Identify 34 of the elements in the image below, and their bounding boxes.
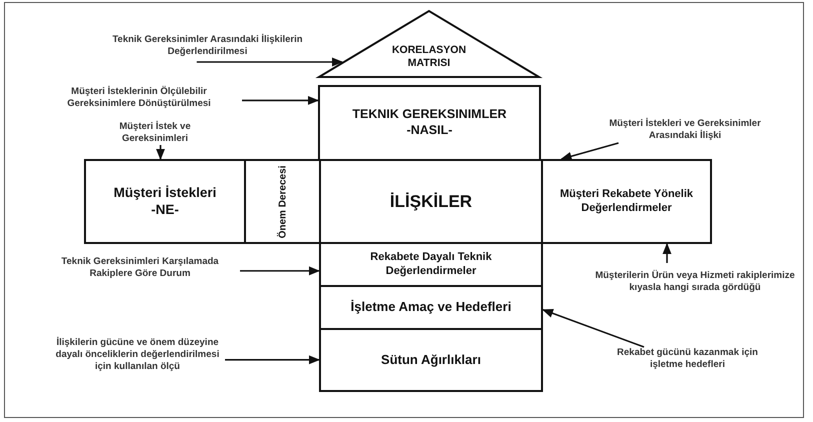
box-label: Müşteri İstekleri <box>112 184 218 202</box>
annotation-text: Müşterilerin Ürün veya Hizmeti rakiplerimize kıyasla hangi sırada gördüğü <box>595 270 795 294</box>
box-label: Rekabete Dayalı Teknik Değerlendirmeler <box>369 250 493 278</box>
matrix-title: KORELASYON MATRISI <box>390 44 468 70</box>
annotation-text: Rekabet gücünü kazanmak için işletme hedefleri <box>616 347 759 371</box>
matrix-box <box>541 159 712 244</box>
box-label: İLİŞKİLER <box>388 190 474 212</box>
annotation-text: Müşteri İstekleri ve Gereksinimler Arasındaki İlişki <box>608 118 762 142</box>
arrow <box>225 355 320 364</box>
arrow <box>542 309 644 348</box>
arrow <box>196 58 344 66</box>
box-label: -NASIL- <box>406 123 454 139</box>
box-label: -NE- <box>150 202 180 218</box>
arrow <box>242 96 320 105</box>
arrow <box>156 145 165 160</box>
matrix-box <box>319 328 543 392</box>
column-box <box>244 159 321 244</box>
box-label: Müşteri Rekabete Yönelik Değerlendirmeler <box>558 188 694 216</box>
matrix-box <box>319 242 543 287</box>
arrow <box>240 266 320 276</box>
matrix-box <box>319 285 543 330</box>
box-label: İşletme Amaç ve Hedefleri <box>350 299 512 316</box>
annotation-text: İlişkilerin gücüne ve önem düzeyine dayalı önceliklerin değerlendirilmesi için kullanılan ölçü <box>54 337 220 373</box>
annotation-text: Teknik Gereksinimleri Karşılamada Rakiplere Göre Durum <box>60 256 220 280</box>
box-label: TEKNIK GEREKSINIMLER <box>351 107 508 123</box>
arrow <box>662 242 672 263</box>
annotation-text: Teknik Gereksinimler Arasındaki İlişkilerin Değerlendirilmesi <box>111 34 304 58</box>
annotation-text: Müşteri İstek ve Gereksinimleri <box>118 121 192 145</box>
box-label: Sütun Ağırlıkları <box>380 352 482 368</box>
arrow <box>560 142 619 161</box>
matrix-box <box>318 85 541 161</box>
column-label: Önem Derecesi <box>277 165 288 238</box>
annotation-text: Müşteri İsteklerinin Ölçülebilir Gereksinimlere Dönüştürülmesi <box>66 86 212 110</box>
matrix-box <box>84 159 246 244</box>
